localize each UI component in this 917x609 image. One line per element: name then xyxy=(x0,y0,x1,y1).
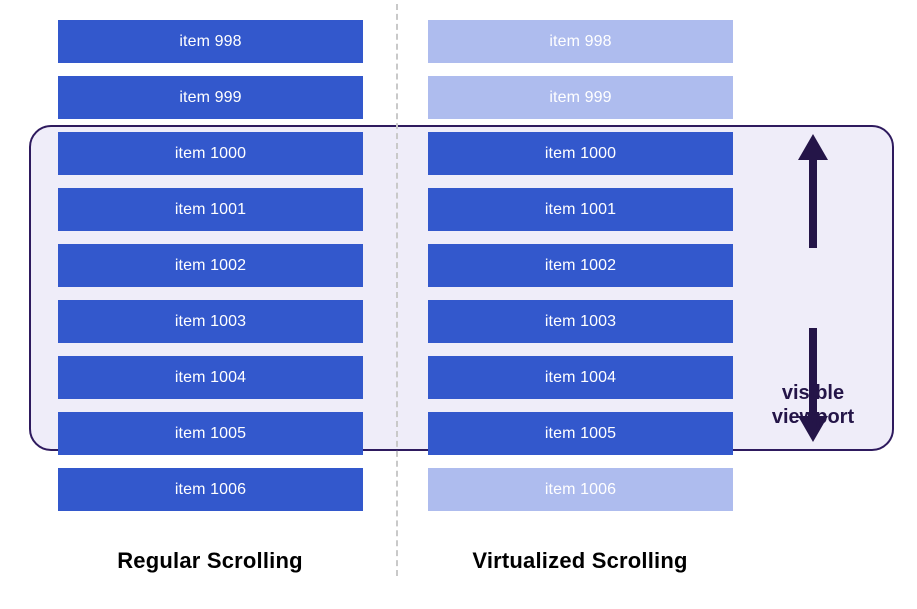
list-item[interactable]: item 1000 xyxy=(428,132,733,175)
list-item[interactable]: item 1005 xyxy=(58,412,363,455)
list-item[interactable]: item 1001 xyxy=(428,188,733,231)
list-item[interactable]: item 998 xyxy=(58,20,363,63)
list-item[interactable]: item 1000 xyxy=(58,132,363,175)
list-item[interactable]: item 1004 xyxy=(428,356,733,399)
list-item[interactable]: item 1002 xyxy=(58,244,363,287)
column-divider xyxy=(396,4,398,576)
list-item[interactable]: item 1006 xyxy=(58,468,363,511)
list-item[interactable]: item 1003 xyxy=(428,300,733,343)
annotation-line-2: viewport xyxy=(771,405,855,428)
annotation-line-1: visible xyxy=(781,382,845,404)
visible-viewport-label: visible viewport xyxy=(748,382,878,429)
caption-regular-scrolling: Regular Scrolling xyxy=(117,548,303,573)
list-item[interactable]: item 1002 xyxy=(428,244,733,287)
list-item[interactable]: item 1006 xyxy=(428,468,733,511)
list-item[interactable]: item 1004 xyxy=(58,356,363,399)
list-item[interactable]: item 1003 xyxy=(58,300,363,343)
list-item[interactable]: item 999 xyxy=(428,76,733,119)
list-item[interactable]: item 999 xyxy=(58,76,363,119)
list-item[interactable]: item 1005 xyxy=(428,412,733,455)
double-arrow-icon xyxy=(798,134,828,442)
list-item[interactable]: item 1001 xyxy=(58,188,363,231)
list-item[interactable]: item 998 xyxy=(428,20,733,63)
visible-viewport-annotation: visible viewport xyxy=(748,130,878,446)
caption-virtualized-scrolling: Virtualized Scrolling xyxy=(472,548,688,573)
